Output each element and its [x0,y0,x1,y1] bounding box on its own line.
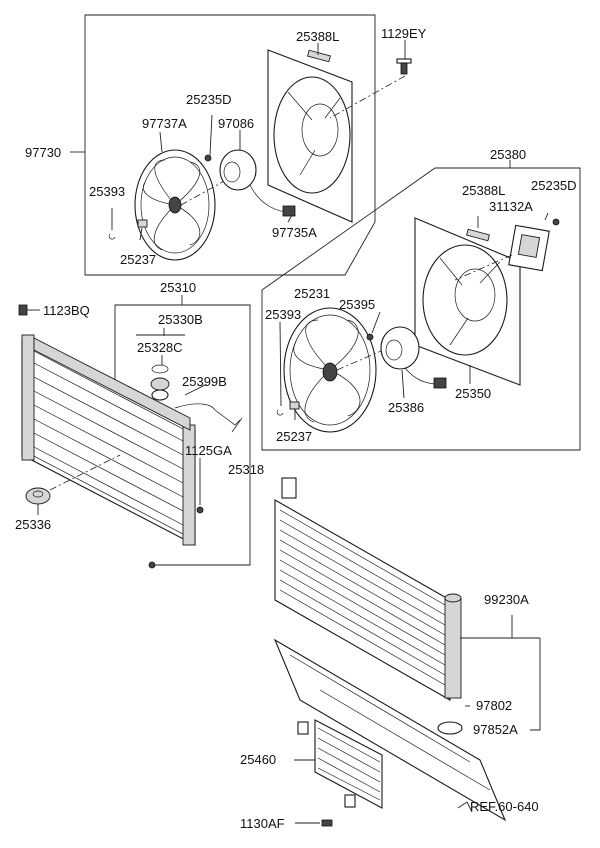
drain-plug-25318 [148,561,156,569]
label-25460: 25460 [240,752,276,767]
label-97852A: 97852A [473,722,518,737]
screw-25235D-right [552,218,560,226]
screw-25235D-top [204,114,213,162]
hose-25399B [174,403,241,426]
bolt-1130AF [295,819,333,827]
label-25386: 25386 [388,400,424,415]
label-1125GA: 1125GA [185,443,232,458]
label-25393-right: 25393 [265,307,301,322]
label-97802: 97802 [476,698,512,713]
label-25395: 25395 [339,297,375,312]
clip-25393-right [276,409,284,416]
part-labels: 97730 25388L 1129EY 25235D 97737A 97086 … [15,26,577,831]
label-1129EY: 1129EY [381,26,427,41]
clip-25237-top [137,219,148,228]
label-25388L-top: 25388L [296,29,339,44]
label-25330B: 25330B [158,312,203,327]
fan-shroud [267,49,353,223]
fan-assembly-97730 [70,14,412,276]
label-25318: 25318 [228,462,264,477]
label-ref: REF.60-640 [470,799,539,814]
bolt-1125GA [196,506,204,514]
label-97737A: 97737A [142,116,187,131]
label-25393-top: 25393 [89,184,125,199]
label-25350: 25350 [455,386,491,401]
radiator-cap-25328C [150,377,170,391]
fan-blade-97737A [134,149,216,261]
label-25237-top: 25237 [120,252,156,267]
condenser-99230A [274,477,541,735]
screw-25395 [366,333,374,341]
label-25237-right: 25237 [276,429,312,444]
fan-motor-97086 [219,149,296,217]
clip-25393-top [108,233,116,240]
label-25235D-top: 25235D [186,92,232,107]
label-25310: 25310 [160,280,196,295]
mount-25336 [25,487,51,505]
cap-97852A [437,721,463,735]
label-25399B: 25399B [182,374,227,389]
group-frame-25380 [261,167,581,451]
label-97730: 97730 [25,145,61,160]
label-25328C: 25328C [137,340,183,355]
bolt-1123BQ [18,304,28,316]
label-97735A: 97735A [272,225,317,240]
label-25380: 25380 [490,147,526,162]
label-99230A: 99230A [484,592,529,607]
oil-cooler-25460 [294,719,383,809]
label-31132A: 31132A [489,199,533,214]
fan-assembly-25380 [261,160,581,451]
fan-motor-25386 [380,326,447,389]
fan-blade-25231 [283,307,377,433]
label-25231: 25231 [294,286,330,301]
group-frame-97730 [84,14,376,276]
radiator-cap-neck [151,389,169,401]
label-97086: 97086 [218,116,254,131]
label-1123BQ: 1123BQ [43,303,90,318]
support-bracket [273,638,507,822]
label-25388L-right: 25388L [462,183,505,198]
clip-25237-right [289,401,300,410]
radiator-25310 [18,295,251,569]
fan-shroud-right [414,217,521,386]
label-25235D-right: 25235D [531,178,577,193]
receiver-drier-97802 [444,597,462,699]
relay-31132A [508,224,550,272]
label-1130AF: 1130AF [240,816,285,831]
label-25336: 25336 [15,517,51,532]
bolt-1129EY [396,58,412,75]
